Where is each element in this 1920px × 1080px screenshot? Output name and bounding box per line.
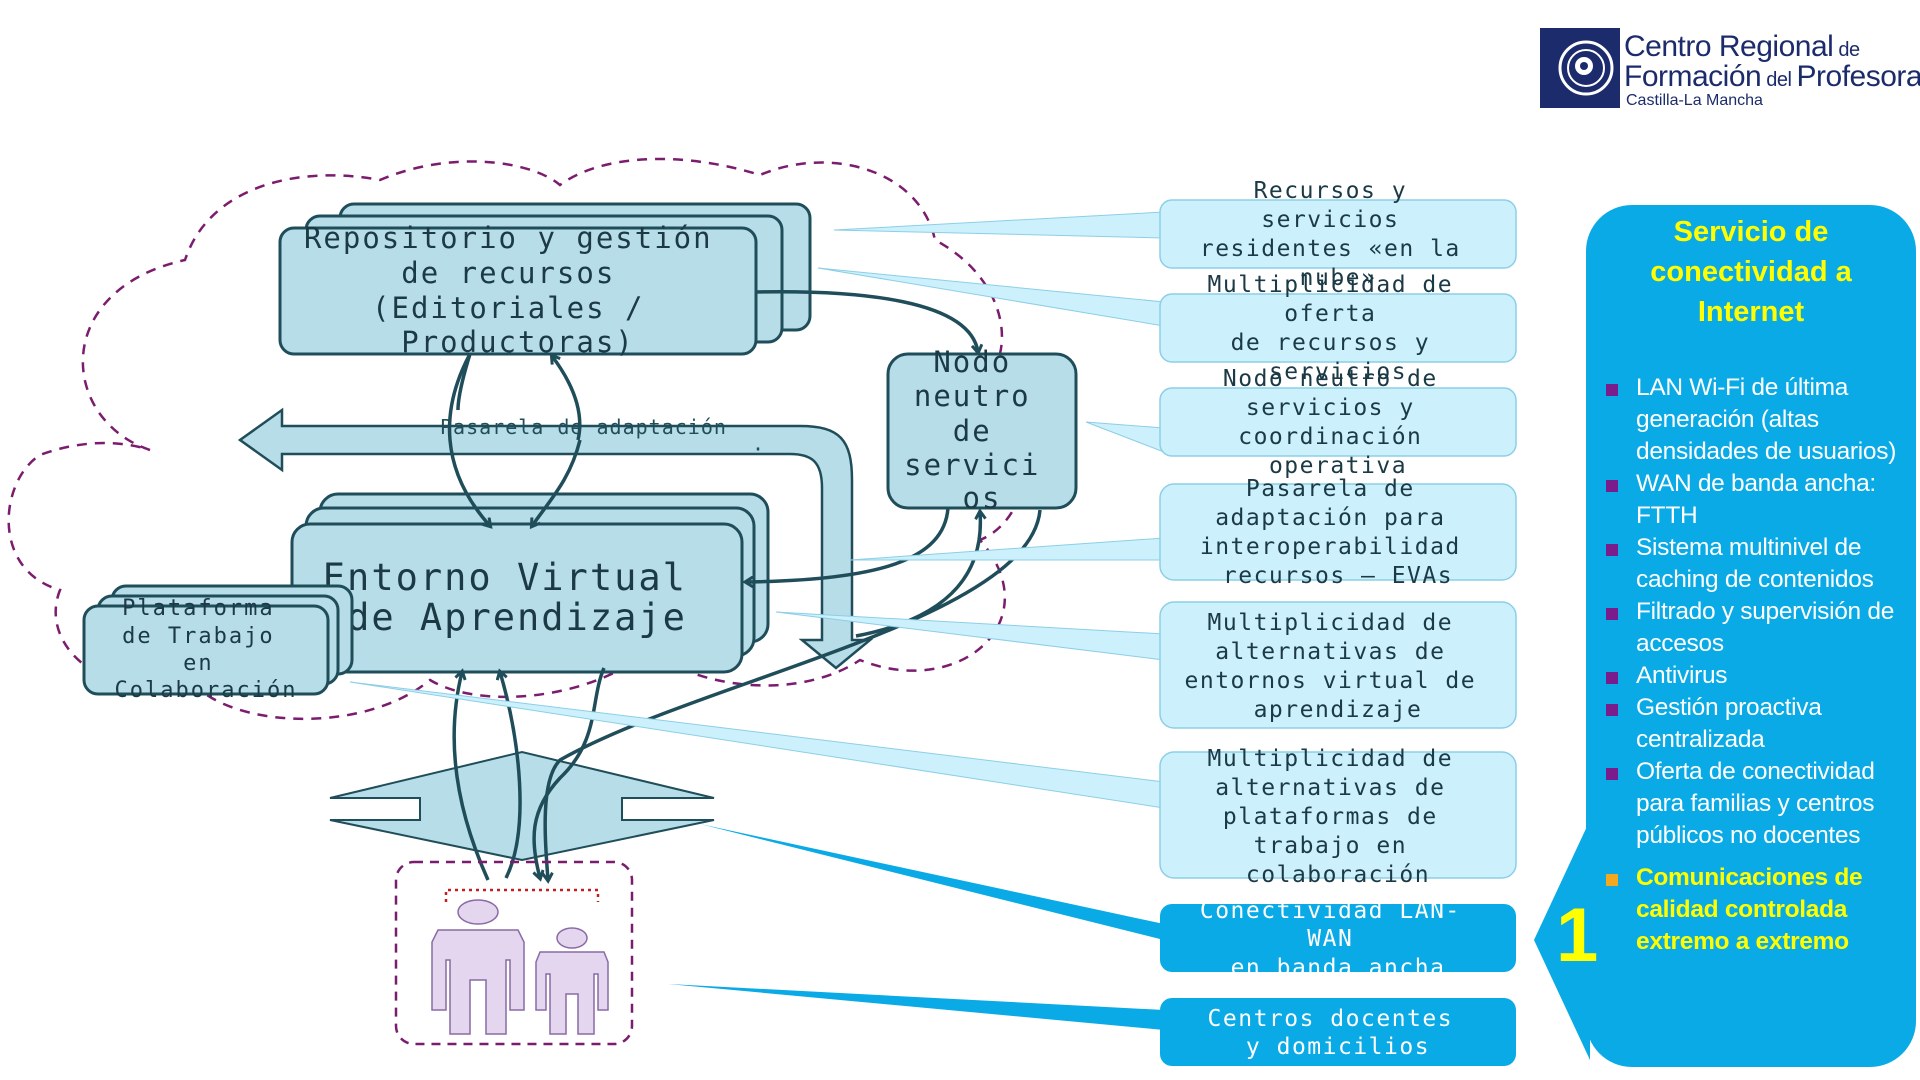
bullet-icon <box>1606 874 1618 886</box>
callout-1: Recursos y servicios residentes «en la n… <box>1159 178 1517 291</box>
panel-list: LAN Wi-Fi de última generación (altas de… <box>1602 372 1902 958</box>
bullet-icon <box>1606 768 1618 780</box>
svg-text:Nodo neutro de servicios: Nodo neutro de servicios y coordinación … <box>1223 366 1453 479</box>
list-item: Oferta de conectividad para familias y c… <box>1602 756 1902 852</box>
crfp-logo: Centro Regional de Formación del Profeso… <box>1540 28 1920 112</box>
users-group <box>394 860 634 1046</box>
callout-7: Conectividad LAN- WAN en banda ancha <box>1160 898 1516 981</box>
entorno-line-2: de Aprendizaje <box>347 596 687 639</box>
svg-text:Multiplicidad de alterna: Multiplicidad de alternativas de platafo… <box>1208 746 1469 888</box>
entorno-line-1: Entorno Virtual <box>323 556 687 599</box>
list-item: Antivirus <box>1602 660 1902 692</box>
logo-line-3: Castilla-La Mancha <box>1626 92 1763 109</box>
plataforma-line-1: Plataforma <box>122 596 274 621</box>
list-item: WAN de banda ancha: FTTH <box>1602 468 1902 532</box>
list-item: Sistema multinivel de caching de conteni… <box>1602 532 1902 596</box>
svg-text:Multiplicidad de alterna: Multiplicidad de alternativas de entorno… <box>1185 610 1492 723</box>
person-icon <box>431 899 525 1035</box>
nodo-line-5: os <box>963 481 1002 515</box>
callout-5: Multiplicidad de alternativas de entorno… <box>1159 601 1517 729</box>
connectivity-double-arrow <box>329 750 715 862</box>
list-item: Filtrado y supervisión de accesos <box>1602 596 1902 660</box>
callout-3: Nodo neutro de servicios y coordinación … <box>1159 366 1517 479</box>
connectivity-panel <box>1586 205 1916 1067</box>
repositorio-line-2: de recursos <box>401 256 615 290</box>
svg-text:Nodo neutro de: Nodo neutro de servici os <box>904 345 1060 515</box>
svg-text:Pasarela de adaptación p: Pasarela de adaptación para interoperabi… <box>1200 476 1476 589</box>
list-item-highlight: Comunicaciones de calidad controlada ext… <box>1602 862 1902 958</box>
nodo-line-3: de <box>953 414 992 448</box>
plataforma-box: Plataforma de Trabajo en Colaboración <box>82 584 354 703</box>
logo-mark-icon <box>1540 28 1620 108</box>
repositorio-line-3: (Editoriales / <box>372 291 644 325</box>
nodo-box: Nodo neutro de servici os <box>886 345 1078 515</box>
callout-pointers <box>349 211 1165 809</box>
panel-number: 1 <box>1556 893 1599 978</box>
repositorio-box: Repositorio y gestión de recursos (Edito… <box>278 202 812 359</box>
pasarela-dot: · <box>752 437 765 461</box>
plataforma-line-3: en <box>183 651 214 676</box>
bullet-icon <box>1606 544 1618 556</box>
callout-6: Multiplicidad de alternativas de platafo… <box>1159 746 1517 888</box>
bullet-icon <box>1606 672 1618 684</box>
person-small-icon <box>535 927 609 1035</box>
svg-text:Repositorio y gestión de: Repositorio y gestión de recursos (Edito… <box>304 221 732 359</box>
bullet-icon <box>1606 608 1618 620</box>
list-item: Gestión proactiva centralizada <box>1602 692 1902 756</box>
svg-text:Conectividad LAN- WAN: Conectividad LAN- WAN en banda ancha <box>1200 898 1476 981</box>
svg-text:Plataforma de Trabajo: Plataforma de Trabajo en Colaboración <box>115 596 298 703</box>
callout-pointers-dark <box>668 824 1164 1030</box>
svg-text:Recursos y servicios: Recursos y servicios residentes «en la n… <box>1200 178 1476 291</box>
panel-title: Servicio de conectividad a Internet <box>1650 216 1852 328</box>
entorno-box: Entorno Virtual de Aprendizaje <box>290 492 770 674</box>
repositorio-line-4: Productoras) <box>401 325 635 359</box>
panel-tail <box>1534 820 1590 1060</box>
bullet-icon <box>1606 480 1618 492</box>
svg-text:Centros docentes y domic: Centros docentes y domicilios <box>1208 1006 1469 1060</box>
svg-text:Pasarela de adaptación ·: Pasarela de adaptación · <box>440 415 765 461</box>
logo-line-2: Formación del Profesorado <box>1624 60 1920 93</box>
pasarela-arrow: Pasarela de adaptación · <box>237 407 874 670</box>
nodo-line-4: servici <box>904 448 1040 482</box>
nodo-line-2: neutro <box>914 379 1031 413</box>
bullet-icon <box>1606 704 1618 716</box>
repositorio-line-1: Repositorio y gestión <box>304 221 713 255</box>
callout-4: Pasarela de adaptación para interoperabi… <box>1159 476 1517 589</box>
connector-arrows <box>447 290 1042 880</box>
bullet-icon <box>1606 384 1618 396</box>
plataforma-line-2: de Trabajo <box>122 624 274 649</box>
pasarela-label: Pasarela de adaptación <box>440 415 727 439</box>
list-item: LAN Wi-Fi de última generación (altas de… <box>1602 372 1902 468</box>
svg-text:Multiplicidad de oferta: Multiplicidad de oferta de recursos y se… <box>1208 272 1469 385</box>
svg-text:Entorno Virtual de Apren: Entorno Virtual de Aprendizaje <box>323 556 711 639</box>
logo-line-1: Centro Regional de <box>1624 30 1860 63</box>
callout-8: Centros docentes y domicilios <box>1160 998 1516 1066</box>
callout-2: Multiplicidad de oferta de recursos y se… <box>1159 272 1517 385</box>
nodo-line-1: Nodo <box>933 345 1011 379</box>
plataforma-line-4: Colaboración <box>115 678 298 703</box>
